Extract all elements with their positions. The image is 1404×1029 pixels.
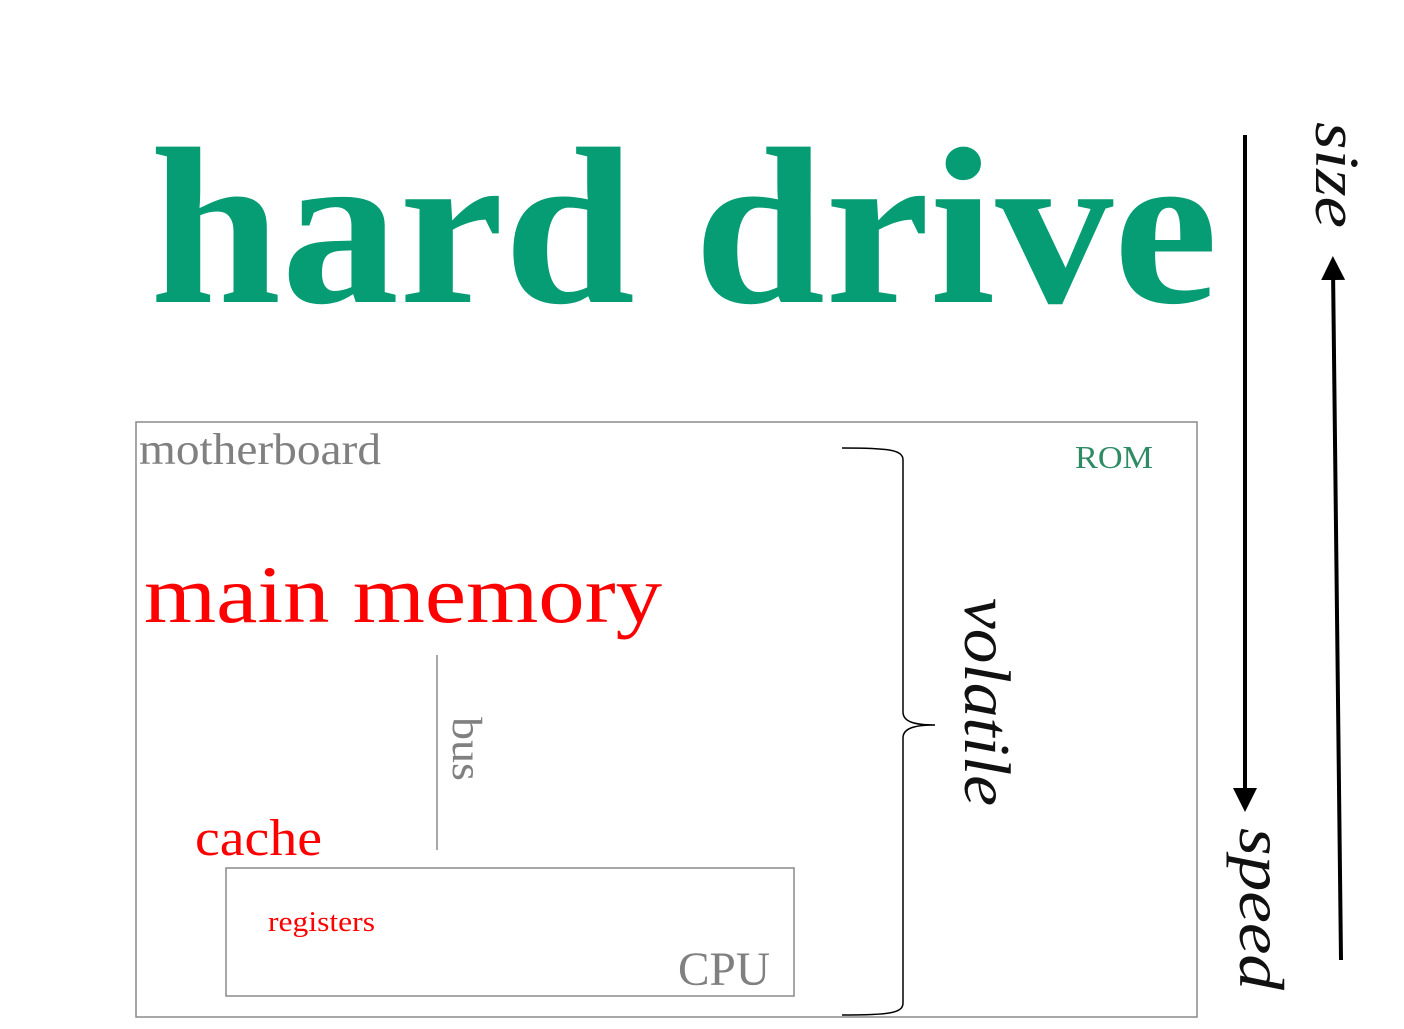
registers-label: registers xyxy=(268,907,375,938)
size-arrow xyxy=(1321,256,1346,961)
hard-drive-title: hard drive xyxy=(150,103,1218,351)
volatile-label: volatile xyxy=(950,598,1023,806)
size-label: size xyxy=(1302,122,1370,228)
motherboard-label: motherboard xyxy=(139,425,381,474)
rom-label: ROM xyxy=(1075,439,1153,475)
motherboard-box xyxy=(135,421,1198,1018)
main-memory-label: main memory xyxy=(144,549,662,640)
cpu-box xyxy=(225,867,795,997)
volatile-brace xyxy=(841,447,936,1016)
cpu-label: CPU xyxy=(678,943,770,996)
speed-label: speed xyxy=(1226,828,1297,991)
cache-label: cache xyxy=(195,810,322,867)
bus-label: bus xyxy=(443,717,489,781)
